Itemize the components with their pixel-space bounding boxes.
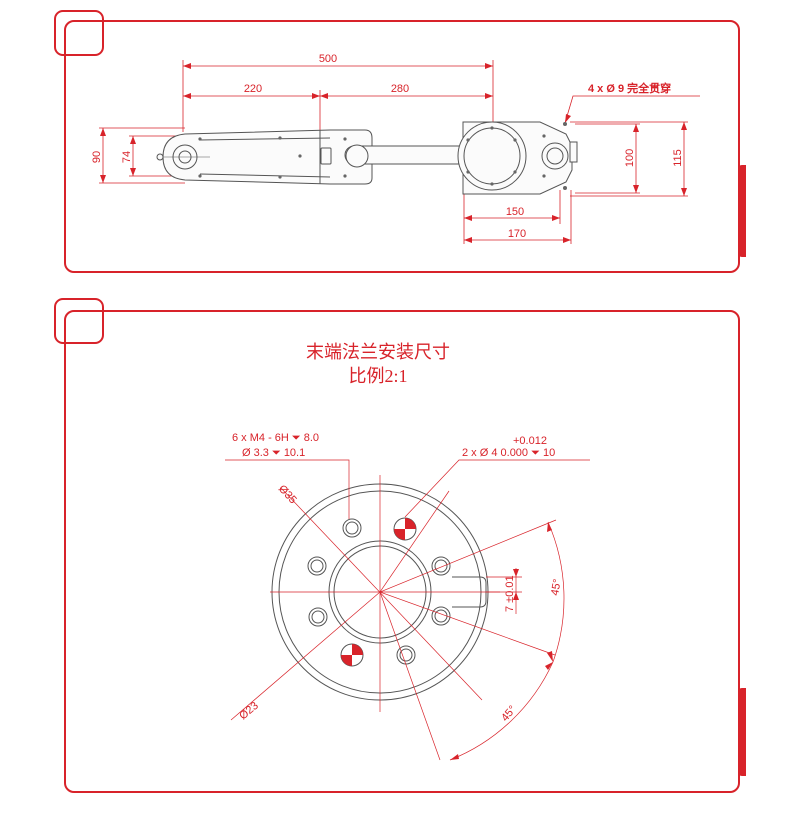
top-panel-corner-mark [54,10,104,56]
dim-keyway-offset: 7 ±0.01 [504,575,516,612]
dim-height-115: 115 [672,149,684,167]
arm-body [156,121,578,195]
arm-screw-holes [198,122,567,190]
flange-panel-corner-mark [54,298,104,344]
dim-overall-length: 500 [319,53,337,65]
flange-dimension-arrows [450,522,553,760]
flange-scale: 比例2:1 [348,366,407,386]
pin-hole-tolerance: +0.012 [513,435,547,447]
tapped-hole-spec: 6 x M4 - 6H ⏷ 8.0 [232,432,319,444]
flange-title: 末端法兰安装尺寸 [306,342,450,362]
tapped-holes [307,518,451,665]
dim-angle-lower: 45° [499,703,519,723]
dim-height-90: 90 [91,151,103,163]
mounting-hole-note: 4 x Ø 9 完全贯穿 [588,81,671,95]
tap-drill-spec: Ø 3.3 ⏷ 10.1 [242,447,305,459]
top-panel-side-tab [738,165,746,257]
flange-construction-lines [225,459,590,761]
flange-panel-side-tab [738,688,746,776]
dim-width-150: 150 [506,206,524,218]
dim-bore-23: Ø23 [237,700,261,723]
top-dimension-arrows [100,63,687,243]
dim-height-74: 74 [121,151,133,163]
dim-link1-length: 220 [244,83,262,95]
dim-height-100: 100 [624,149,636,167]
dim-width-170: 170 [508,228,526,240]
dim-link2-length: 280 [391,83,409,95]
pin-holes [340,517,417,667]
pin-hole-spec: 2 x Ø 4 0.000 ⏷ 10 [462,447,555,459]
dim-angle-upper: 45° [549,578,564,596]
